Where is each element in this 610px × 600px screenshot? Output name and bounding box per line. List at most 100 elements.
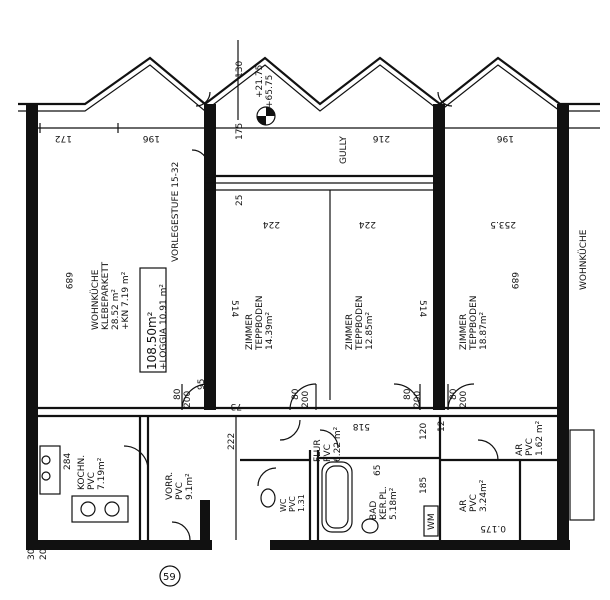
room-3-label: ZIMMER TEPPBODEN 18.87m²	[459, 296, 489, 352]
svg-text:5.18m²: 5.18m²	[389, 487, 399, 520]
door-swing	[171, 521, 191, 541]
ar2-label: AR PVC 1.62 m²	[515, 420, 545, 456]
svg-text:TEPPBODEN: TEPPBODEN	[255, 296, 265, 352]
svg-text:25: 25	[235, 195, 245, 206]
svg-text:196: 196	[143, 133, 160, 143]
svg-text:514: 514	[229, 300, 239, 317]
svg-text:PVC: PVC	[323, 444, 333, 462]
svg-text:80: 80	[403, 388, 413, 400]
svg-text:ZIMMER: ZIMMER	[345, 314, 355, 350]
svg-text:200: 200	[183, 391, 193, 408]
east-wall	[557, 104, 569, 544]
room-total: 108.50m²	[145, 311, 159, 370]
dimension-labels: 172 196 130 175 216 196 25 224 224 253.5…	[27, 61, 519, 560]
door-swing	[195, 91, 211, 107]
svg-text:9.1m²: 9.1m²	[185, 473, 195, 500]
interior-partitions	[38, 406, 560, 540]
level-b: +65.75	[265, 75, 275, 108]
load-bearing-walls	[26, 104, 570, 550]
top-dimension-line	[30, 40, 600, 133]
svg-text:TEPPBODEN: TEPPBODEN	[355, 296, 365, 352]
door-swing	[257, 467, 277, 487]
room-name: WOHNKÜCHE	[90, 269, 101, 330]
south-wall-a	[26, 540, 212, 550]
svg-text:ZIMMER: ZIMMER	[459, 314, 469, 350]
svg-text:1.62 m²: 1.62 m²	[535, 420, 545, 456]
svg-text:TEPPBODEN: TEPPBODEN	[469, 296, 479, 352]
svg-text:PVC: PVC	[175, 482, 185, 500]
vorr-label: VORR. PVC 9.1m²	[165, 472, 195, 500]
door-swing	[319, 429, 339, 449]
loggia-railing	[18, 56, 600, 112]
flur-label: FLUR PVC 6.22 m²	[313, 426, 343, 462]
stair-wall	[200, 500, 210, 550]
wm-label: WM	[427, 513, 437, 530]
door-swing	[437, 91, 453, 107]
room-kn: +KN 7.19 m²	[121, 271, 131, 330]
svg-text:185: 185	[419, 477, 429, 494]
svg-text:BAD: BAD	[369, 501, 379, 520]
svg-text:AR: AR	[515, 444, 525, 456]
svg-text:30: 30	[27, 548, 37, 560]
svg-text:FLUR: FLUR	[313, 439, 323, 462]
svg-text:20: 20	[39, 548, 49, 560]
svg-text:222: 222	[227, 433, 237, 450]
svg-text:18.87m²: 18.87m²	[479, 311, 489, 350]
svg-text:689: 689	[509, 272, 519, 289]
level-marker	[256, 106, 276, 126]
svg-text:518: 518	[353, 421, 370, 431]
door-swing	[279, 419, 301, 441]
stair-number: 59	[163, 572, 176, 583]
door-swing	[289, 383, 317, 411]
kitchen-sink	[71, 495, 129, 523]
svg-text:216: 216	[373, 133, 390, 143]
svg-text:95: 95	[197, 379, 207, 390]
washbasin	[361, 518, 379, 534]
svg-text:196: 196	[497, 133, 514, 143]
room-2-label: ZIMMER TEPPBODEN 12.85m²	[345, 296, 375, 352]
kitchen-label: KOCHN. PVC 7.19m²	[77, 455, 107, 490]
svg-text:PVC: PVC	[525, 438, 535, 456]
stove	[39, 445, 61, 495]
stove-burner	[41, 455, 51, 465]
partition-wall-2	[433, 104, 445, 410]
svg-text:PVC: PVC	[288, 496, 297, 512]
door-swings	[123, 91, 499, 541]
svg-text:130: 130	[235, 61, 245, 78]
svg-text:AR: AR	[459, 500, 469, 512]
room-area: 28.52 m²	[111, 289, 121, 330]
svg-text:689: 689	[63, 272, 73, 289]
svg-text:80: 80	[173, 388, 183, 400]
svg-text:80: 80	[291, 388, 301, 400]
room-living-label: WOHNKÜCHE KLEBEPARKETT 28.52 m² +KN 7.19…	[90, 261, 169, 370]
total-area-box	[139, 267, 167, 373]
south-wall-b	[270, 540, 570, 550]
facade-wall	[205, 174, 440, 400]
sanitary-fixtures	[39, 429, 595, 537]
stair-marker: 59	[159, 565, 181, 587]
svg-text:120: 120	[419, 423, 429, 440]
svg-text:200: 200	[301, 391, 311, 408]
step-label: VORLEGESTUFE 15-32	[171, 162, 181, 262]
svg-text:3.24m²: 3.24m²	[479, 479, 489, 512]
sink-bowl	[80, 501, 96, 517]
svg-text:200: 200	[459, 391, 469, 408]
svg-text:514: 514	[417, 300, 427, 317]
svg-text:KER.PL.: KER.PL.	[379, 486, 389, 520]
svg-text:253.5: 253.5	[490, 219, 516, 229]
svg-text:0.175: 0.175	[480, 523, 506, 533]
svg-text:6.22 m²: 6.22 m²	[333, 426, 343, 462]
svg-text:200: 200	[413, 391, 423, 408]
room-floor: KLEBEPARKETT	[101, 261, 111, 330]
sink-bowl	[104, 501, 120, 517]
door-swing	[191, 149, 209, 167]
wc-label: WC PVC 1.31	[279, 494, 306, 512]
svg-text:PVC: PVC	[87, 472, 97, 490]
level-a: +21.75	[255, 65, 265, 98]
washing-machine	[423, 505, 439, 537]
bad-label: BAD KER.PL. 5.18m²	[369, 486, 399, 520]
svg-text:65: 65	[373, 465, 383, 476]
svg-text:VORR.: VORR.	[165, 472, 175, 500]
neighbor-bathtub	[569, 429, 595, 521]
